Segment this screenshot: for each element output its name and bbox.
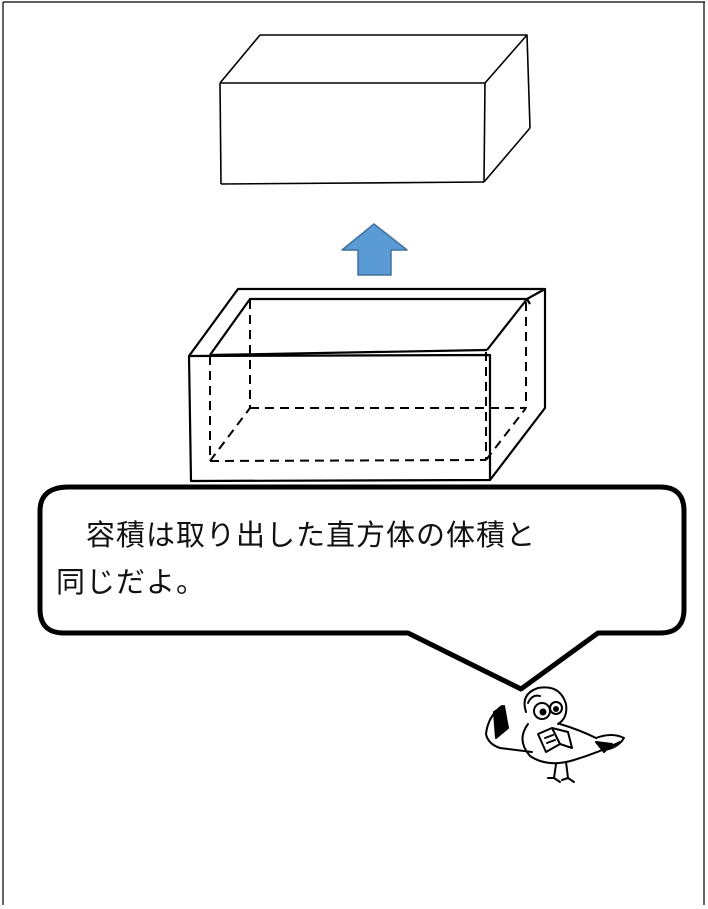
extracted-cuboid	[219, 34, 531, 185]
up-arrow-icon	[341, 223, 408, 276]
speech-line-1: 容積は取り出した直方体の体積と	[56, 518, 537, 552]
container-hidden-edges	[209, 300, 527, 462]
speech-bubble-text: 容積は取り出した直方体の体積と 同じだよ。	[56, 512, 666, 606]
speech-bubble	[37, 484, 687, 692]
container-box	[187, 287, 547, 483]
bird-reading-book-illustration	[485, 686, 625, 783]
speech-line-2: 同じだよ。	[56, 565, 207, 599]
